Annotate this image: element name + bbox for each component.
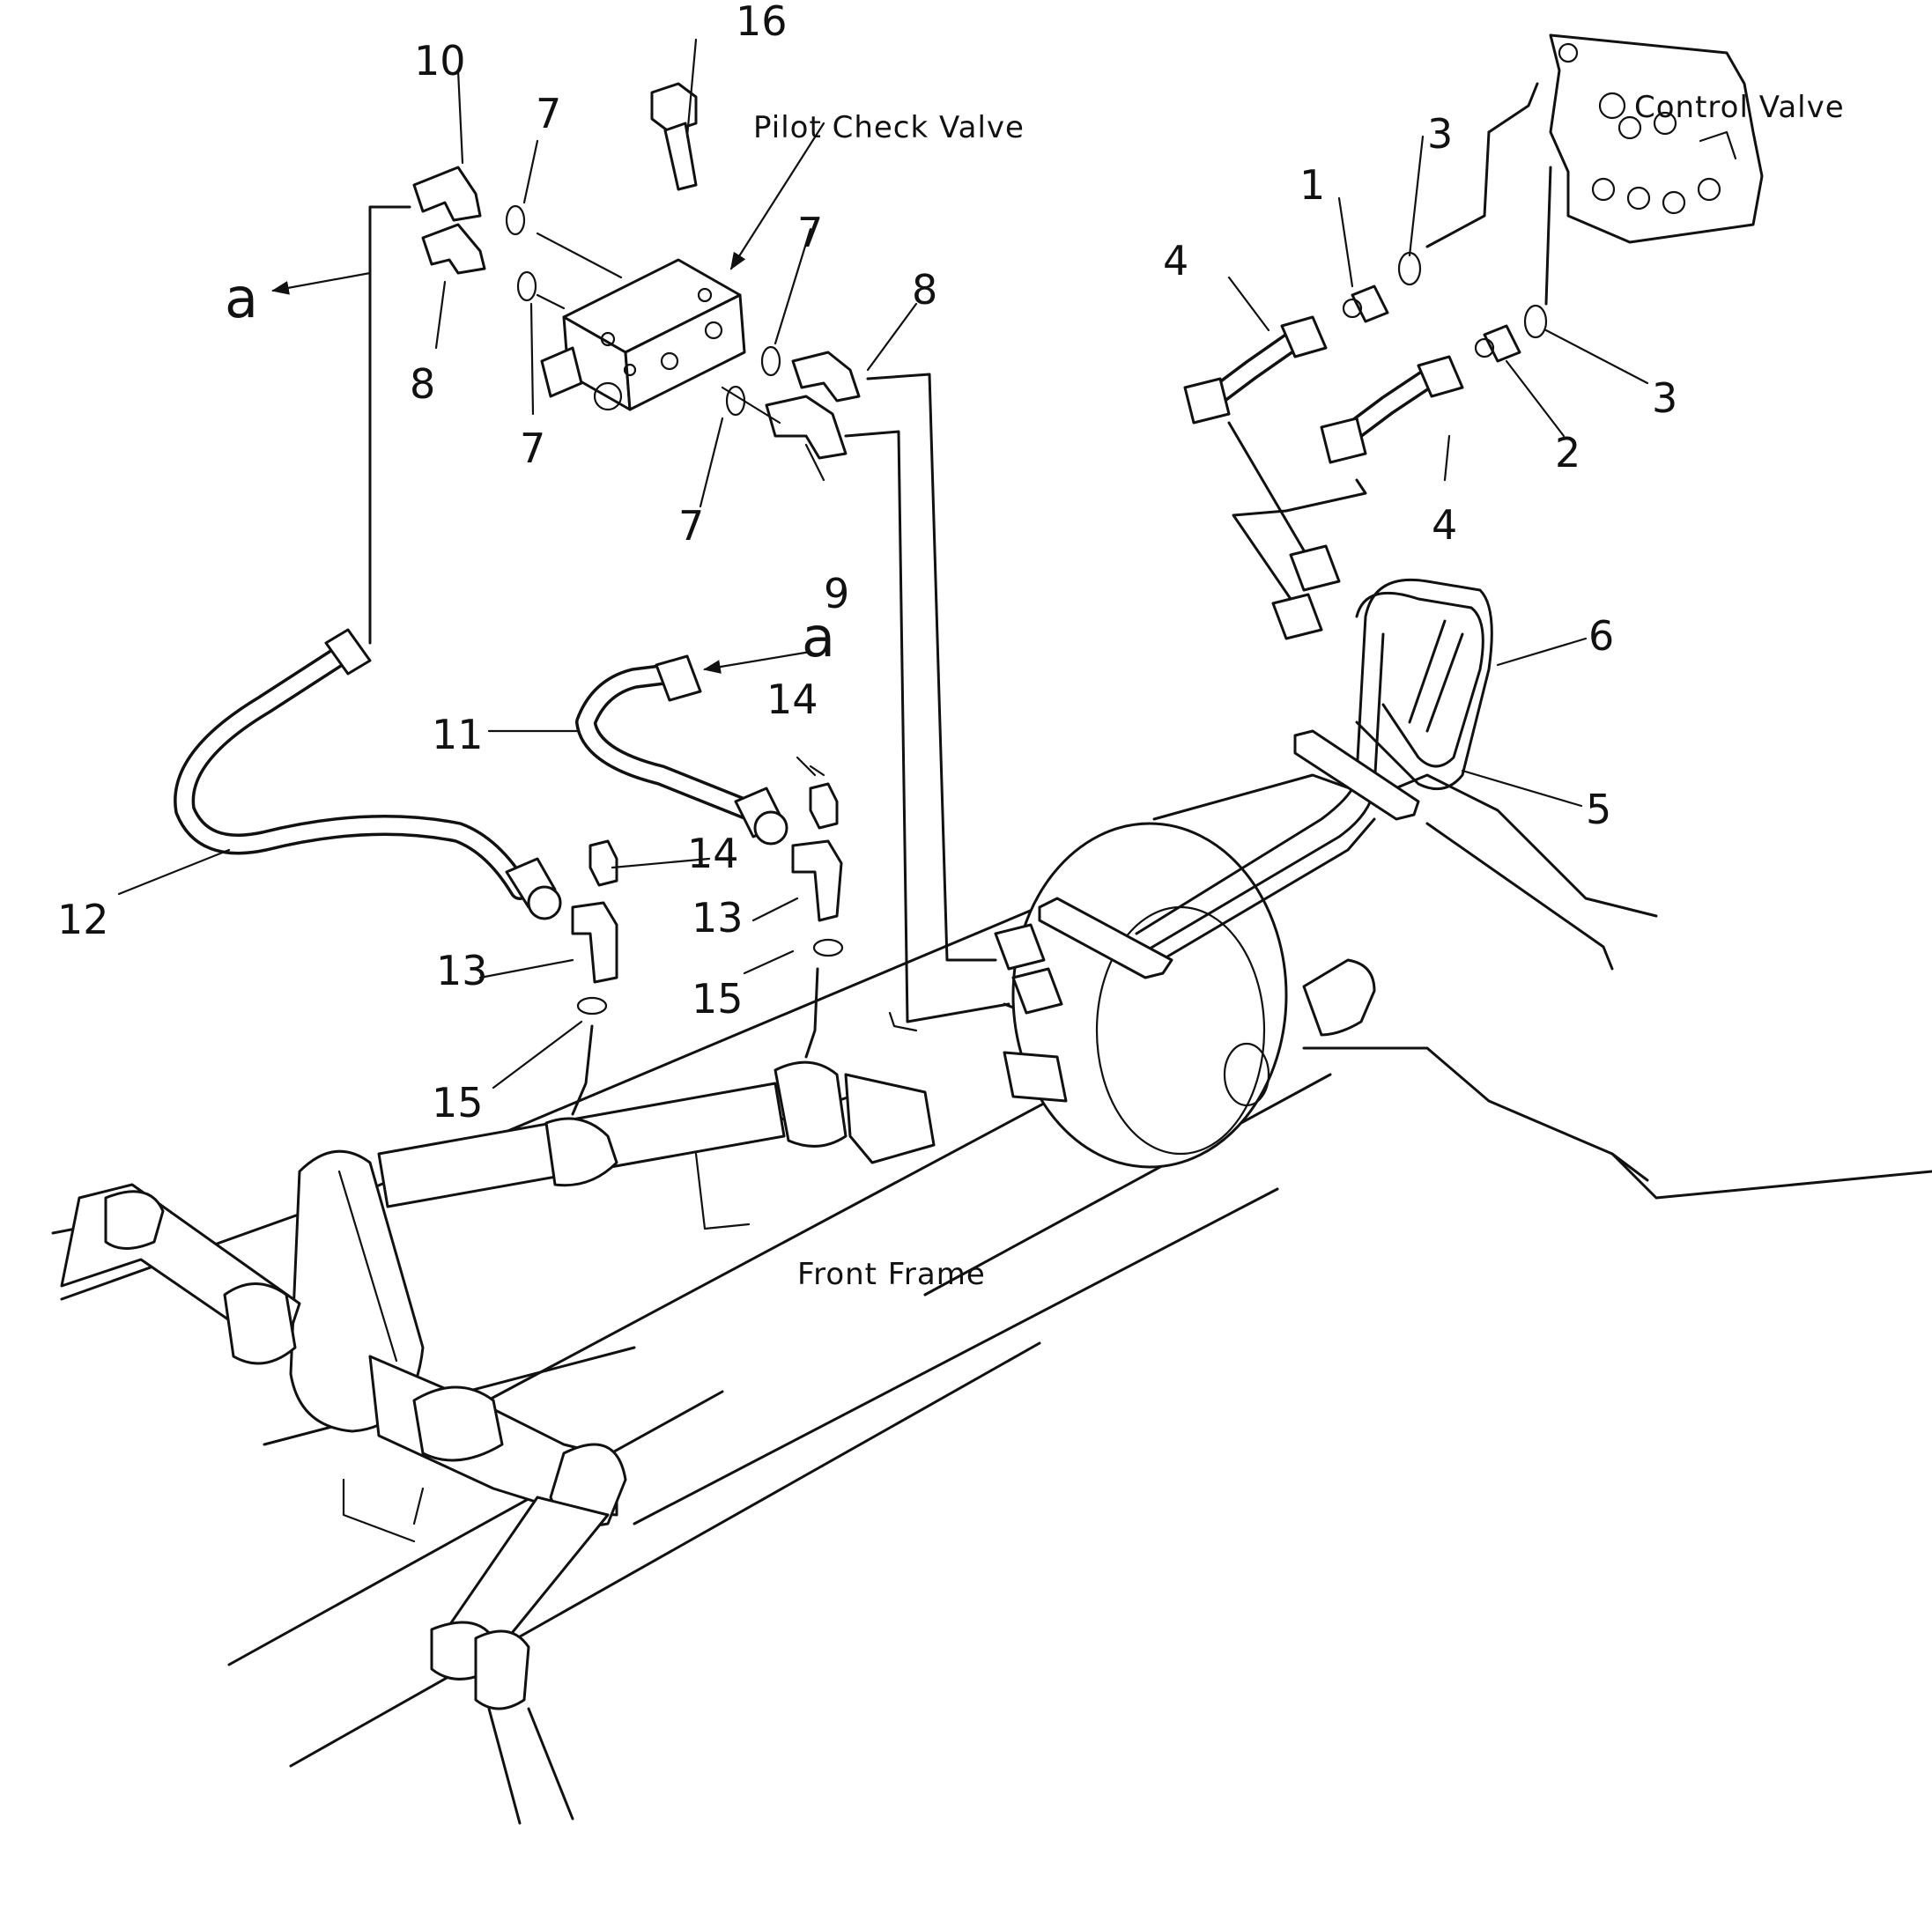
callout-9: 9 — [824, 570, 849, 617]
connector — [1342, 284, 1521, 363]
callout-15-left: 15 — [432, 1079, 484, 1127]
callout-8-left: 8 — [410, 360, 435, 408]
callout-7-bottom: 7 — [678, 502, 704, 550]
callout-6: 6 — [1588, 612, 1614, 660]
hose-4 — [1183, 315, 1464, 464]
part-labels: Pilot Check Valve Control Valve Front Fr… — [753, 90, 1845, 1292]
callout-2: 2 — [1555, 429, 1580, 476]
callout-4-right: 4 — [1432, 501, 1457, 549]
front-frame-label: Front Frame — [797, 1257, 986, 1292]
callout-15-right: 15 — [692, 975, 744, 1023]
piping — [368, 82, 1552, 1116]
callout-7-right: 7 — [797, 209, 823, 256]
grease-fitting — [571, 782, 843, 984]
callout-a-right: a — [802, 605, 835, 669]
front-frame — [51, 773, 1932, 1825]
callout-3-right: 3 — [1652, 374, 1677, 422]
elbow-fitting — [412, 166, 861, 460]
hose-12 — [174, 628, 562, 920]
callout-13-left: 13 — [436, 947, 488, 994]
o-ring — [505, 204, 1548, 1016]
callout-3-top: 3 — [1427, 110, 1453, 158]
callout-numbers: 16 10 7 7 7 7 a 8 8 9 3 3 1 4 4 2 6 5 a … — [57, 0, 1677, 1127]
callout-7-top: 7 — [536, 90, 561, 137]
hose-11 — [575, 654, 788, 846]
control-valve — [1549, 33, 1764, 244]
callout-13-right: 13 — [692, 894, 744, 942]
callout-16: 16 — [736, 0, 788, 45]
callout-14-right: 14 — [766, 676, 818, 723]
callout-10: 10 — [414, 37, 466, 85]
tube-6 — [1152, 591, 1484, 966]
callout-5: 5 — [1586, 786, 1611, 833]
callout-7-left: 7 — [520, 425, 545, 472]
callout-4-left: 4 — [1163, 237, 1188, 284]
bolt — [650, 82, 698, 191]
callout-1: 1 — [1299, 161, 1325, 209]
control-valve-label: Control Valve — [1634, 90, 1845, 125]
callout-8-right: 8 — [912, 266, 937, 314]
pilot-check-valve-label: Pilot Check Valve — [753, 110, 1025, 145]
tube-clamp — [1038, 729, 1420, 979]
callout-14-left: 14 — [687, 830, 739, 877]
callout-12: 12 — [57, 896, 109, 943]
pilot-check-valve — [540, 258, 746, 411]
callout-a-left: a — [225, 266, 258, 330]
callout-11: 11 — [432, 711, 484, 758]
hose-connector — [994, 544, 1341, 1015]
leader-lines — [117, 38, 1649, 1090]
